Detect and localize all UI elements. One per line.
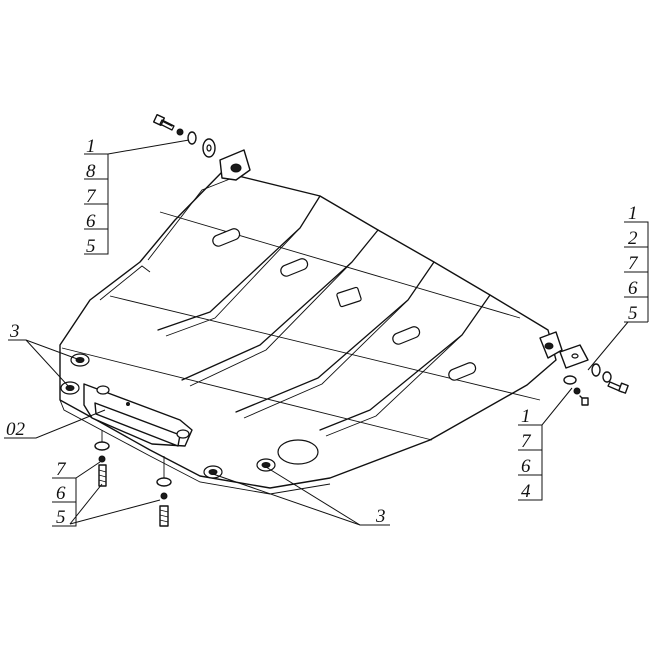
callout-bracket-label: 02 [6, 419, 26, 440]
fastener-set-bottom-left [94, 430, 172, 527]
callout-top-left-1: 1 [86, 136, 96, 157]
square-vent [336, 286, 362, 308]
drain-hole [277, 439, 319, 465]
callout-top-left-5: 5 [86, 236, 96, 257]
callout-right-bottom: 1 7 6 4 [518, 387, 573, 502]
slot-1 [212, 228, 241, 247]
callout-mount-bottom-label: 3 [375, 506, 386, 527]
plate-outline [59, 171, 557, 489]
callout-top-left-3: 7 [86, 186, 97, 207]
callout-top-left: 1 8 7 6 5 [84, 136, 190, 257]
callout-right-top-4: 6 [628, 278, 638, 299]
fastener-set-top-left [152, 113, 216, 158]
callout-right-top-2: 2 [628, 228, 638, 249]
callout-right-bottom-3: 6 [521, 456, 531, 477]
front-left-tab [219, 149, 251, 181]
callout-left-bottom-3: 5 [56, 507, 66, 528]
callout-mount-left-label: 3 [9, 321, 20, 342]
callout-right-bottom-2: 7 [521, 431, 532, 452]
callout-right-top-5: 5 [628, 303, 638, 324]
slot-2 [280, 258, 309, 277]
callout-left-bottom-2: 6 [56, 483, 66, 504]
front-right-tab [539, 331, 563, 359]
slot-3 [392, 326, 421, 345]
fastener-set-right [559, 344, 629, 406]
callout-right-top-3: 7 [628, 253, 639, 274]
callout-right-bottom-1: 1 [521, 406, 531, 427]
callout-right-top-1: 1 [628, 203, 638, 224]
bracket-02 [83, 383, 193, 447]
callout-left-bottom: 7 6 5 [52, 459, 161, 528]
callout-mount-bottom: 3 [212, 466, 390, 527]
callout-mount-left: 3 [8, 321, 81, 389]
callout-top-left-4: 6 [86, 211, 96, 232]
skid-plate [59, 149, 563, 495]
callout-right-top: 1 2 7 6 5 [587, 203, 649, 371]
callout-bracket: 02 [4, 409, 106, 440]
slot-4 [448, 362, 477, 381]
callout-right-bottom-4: 4 [521, 481, 531, 502]
callout-left-bottom-1: 7 [56, 459, 67, 480]
callout-top-left-2: 8 [86, 161, 96, 182]
